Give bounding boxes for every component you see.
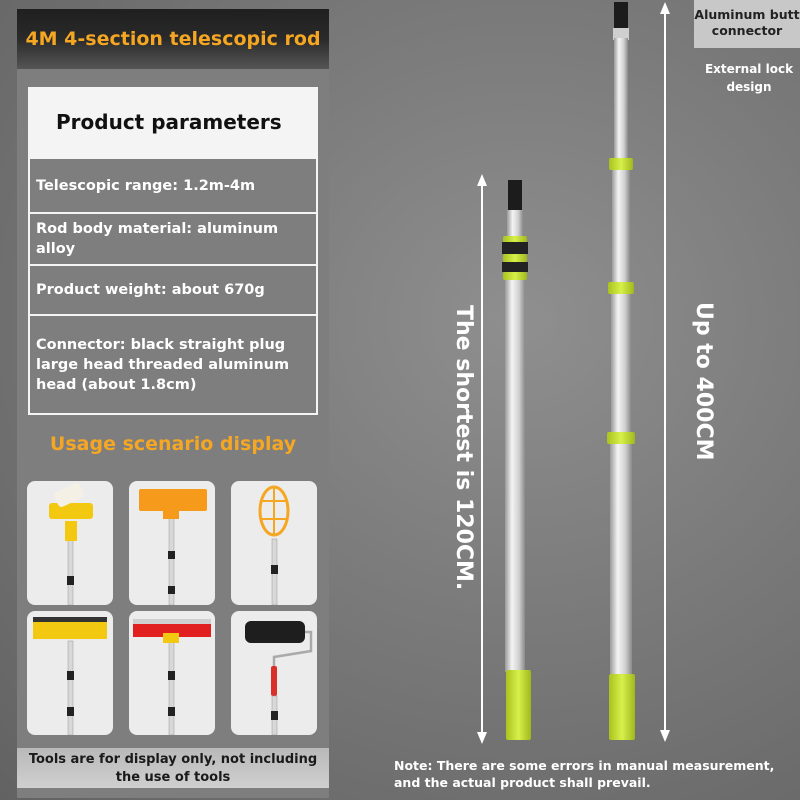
short-rod-lock-2 [503,254,527,262]
connector-tag: Aluminum butt connector [694,0,800,48]
shortest-length-label: The shortest is 120CM. [451,305,476,591]
title-banner: 4M 4-section telescopic rod [17,9,329,69]
short-rod-tip [508,180,522,214]
fruit-picker-tool-icon [258,485,290,605]
external-lock-note: External lock design [704,62,794,94]
longest-length-label: Up to 400CM [691,302,716,461]
usage-tile-fruit-picker [231,481,317,605]
flat-mop-tool-icon [139,489,207,605]
usage-tile-flat-mop [129,481,215,605]
param-telescopic-range: Telescopic range: 1.2m-4m [28,157,318,214]
short-rod [502,180,531,740]
foam-roller-tool-icon [245,621,313,735]
usage-tile-paint-roller [27,481,113,605]
long-rod-lock-2 [608,282,634,294]
usage-scenario-title: Usage scenario display [49,433,297,455]
product-title: 4M 4-section telescopic rod [25,28,321,50]
shortest-dimension-arrow [477,174,487,744]
short-rod-grip [506,670,531,740]
usage-tile-squeegee [27,611,113,735]
longest-dimension-arrow [660,2,670,742]
long-rod-lock-1 [609,158,633,170]
param-connector: Connector: black straight plug large hea… [28,316,318,415]
param-weight: Product weight: about 670g [28,266,318,316]
usage-tile-red-squeegee [129,611,215,735]
long-rod [607,2,635,740]
display-disclaimer: Tools are for display only, not includin… [17,748,329,788]
long-rod-lock-3 [607,432,635,444]
usage-tile-foam-roller [231,611,317,735]
parameters-heading: Product parameters [28,87,318,157]
short-rod-lock-3 [503,272,527,280]
squeegee-tool-icon [33,617,107,735]
paint-roller-tool-icon [49,483,93,605]
red-squeegee-tool-icon [133,619,211,735]
long-rod-grip [609,674,635,740]
measurement-note: Note: There are some errors in manual me… [394,758,775,790]
param-rod-material: Rod body material: aluminum alloy [28,214,318,266]
product-parameters-table: Product parameters Telescopic range: 1.2… [28,87,318,415]
long-rod-tip [614,2,628,28]
